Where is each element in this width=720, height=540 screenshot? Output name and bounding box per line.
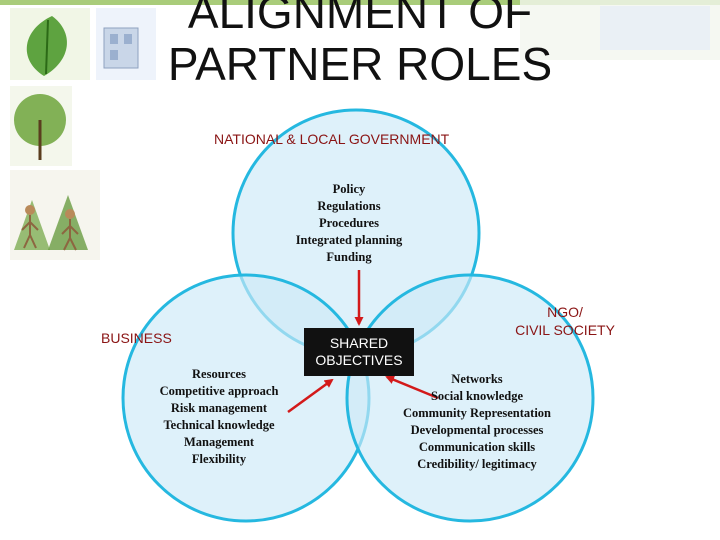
business-label: BUSINESS	[101, 330, 172, 346]
list-item: Developmental processes	[410, 423, 544, 437]
list-item: Resources	[192, 367, 246, 381]
ngo-list: Networks Social knowledge Community Repr…	[390, 371, 564, 473]
shared-line-2: OBJECTIVES	[315, 352, 403, 368]
arrow-business	[287, 378, 334, 414]
list-item: Competitive approach	[159, 384, 279, 398]
tree-icon	[10, 86, 72, 166]
list-item: Networks	[451, 372, 503, 386]
list-item: Social knowledge	[430, 389, 524, 403]
page-title: ALIGNMENT OF PARTNER ROLES	[110, 0, 610, 90]
building-icon	[96, 8, 156, 80]
list-item: Community Representation	[402, 406, 552, 420]
business-list: Resources Competitive approach Risk mana…	[150, 366, 288, 468]
people-icon	[10, 170, 100, 260]
list-item: Communication skills	[418, 440, 536, 454]
list-item: Regulations	[317, 199, 381, 213]
government-label: NATIONAL & LOCAL GOVERNMENT	[214, 131, 450, 147]
list-item: Policy	[332, 182, 366, 196]
arrow-ngo	[385, 375, 439, 400]
list-item: Funding	[326, 250, 372, 264]
shared-line-1: SHARED	[329, 335, 389, 351]
list-item: Risk management	[170, 401, 268, 415]
title-line-1: ALIGNMENT OF	[187, 0, 533, 38]
list-item: Integrated planning	[295, 233, 403, 247]
list-item: Flexibility	[191, 452, 247, 466]
list-item: Credibility/ legitimacy	[417, 457, 537, 471]
ngo-label-line-1: NGO/	[547, 304, 583, 320]
list-item: Technical knowledge	[163, 418, 275, 432]
title-line-2: PARTNER ROLES	[167, 38, 553, 90]
shared-objectives-box: SHARED OBJECTIVES	[304, 328, 414, 376]
list-item: Management	[183, 435, 255, 449]
ngo-label-line-2: CIVIL SOCIETY	[515, 322, 615, 338]
ngo-label: NGO/ CIVIL SOCIETY	[505, 303, 625, 339]
leaf-icon	[10, 8, 90, 80]
list-item: Procedures	[319, 216, 379, 230]
government-list: Policy Regulations Procedures Integrated…	[289, 181, 409, 266]
